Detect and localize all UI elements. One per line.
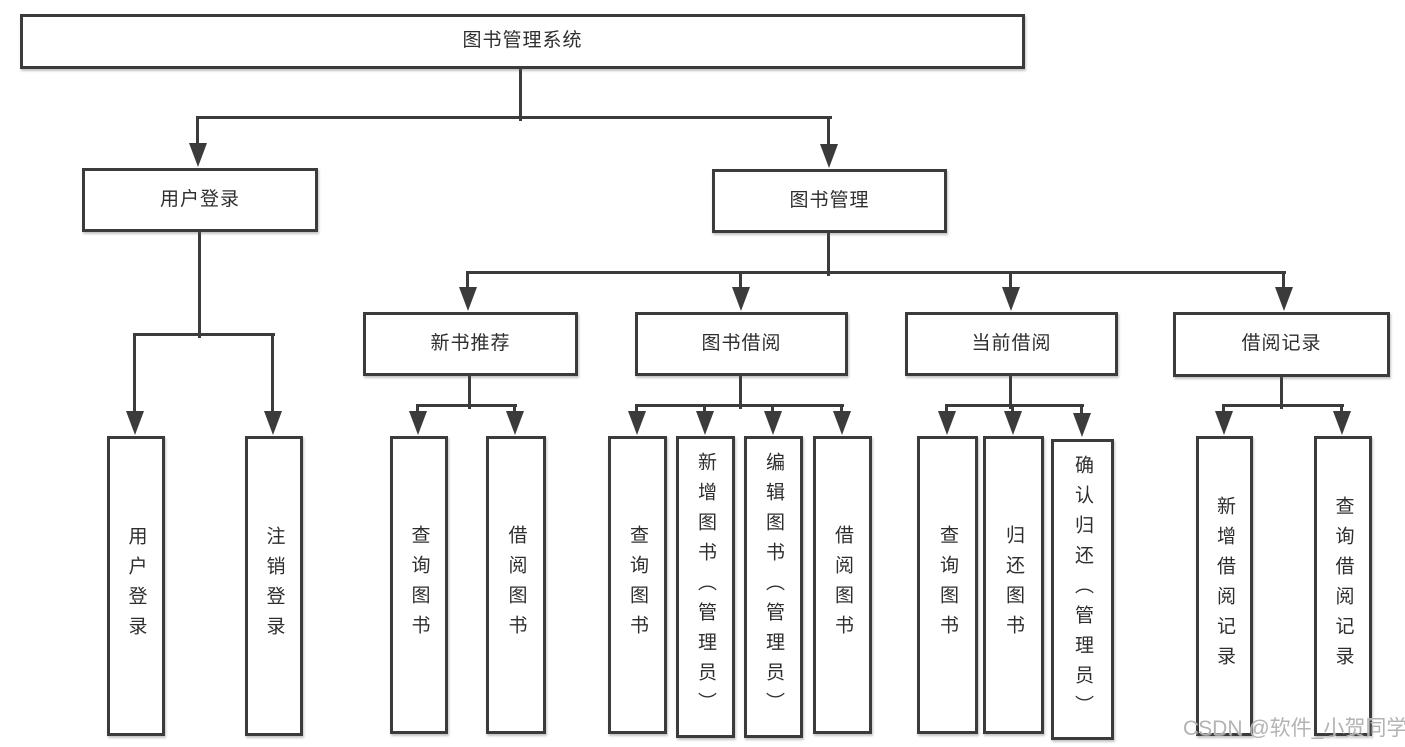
arrow-head-icon	[628, 411, 646, 435]
node-book-borrow: 图书借阅	[635, 312, 848, 376]
node-book-management: 图书管理	[712, 169, 947, 233]
leaf-add-book-admin: 新增图书（管理员）	[676, 436, 735, 738]
connector-vline	[739, 376, 742, 409]
arrow-head-icon	[459, 287, 477, 311]
arrow-shaft	[133, 334, 136, 411]
arrow-head-icon	[696, 411, 714, 435]
leaf-add-borrow-record-label: 新增借阅记录	[1214, 496, 1235, 676]
arrow-head-icon	[189, 143, 207, 167]
arrow-shaft	[271, 334, 274, 411]
leaf-confirm-return-admin-label: 确认归还（管理员）	[1072, 454, 1093, 725]
node-borrow-records: 借阅记录	[1173, 312, 1390, 377]
arrow-shaft	[466, 272, 469, 287]
leaf-add-borrow-record: 新增借阅记录	[1196, 436, 1253, 736]
node-book-borrow-label: 图书借阅	[701, 332, 782, 354]
arrow-shaft	[827, 117, 830, 144]
connector-hline	[466, 271, 1286, 274]
arrow-shaft	[703, 405, 706, 411]
leaf-confirm-return-admin: 确认归还（管理员）	[1051, 439, 1114, 740]
arrow-shaft	[513, 405, 516, 411]
arrow-head-icon	[506, 411, 524, 435]
leaf-borrow-books: 借阅图书	[813, 436, 872, 734]
leaf-user-login: 用户登录	[107, 436, 165, 736]
leaf-query-books-recommend-label: 查询图书	[408, 525, 430, 645]
node-borrow-records-label: 借阅记录	[1241, 333, 1322, 355]
leaf-add-book-admin-label: 新增图书（管理员）	[695, 452, 716, 722]
leaf-logout: 注销登录	[245, 436, 303, 736]
node-new-book-recommend: 新书推荐	[363, 312, 578, 376]
arrow-head-icon	[732, 287, 750, 311]
leaf-query-borrow-record-label: 查询借阅记录	[1332, 496, 1354, 676]
leaf-query-books-current: 查询图书	[917, 436, 978, 734]
arrow-head-icon	[1004, 411, 1022, 435]
leaf-query-books-borrow: 查询图书	[608, 436, 667, 734]
arrow-head-icon	[264, 411, 282, 435]
connector-vline	[468, 376, 471, 409]
connector-hline	[133, 333, 275, 336]
connector-hline	[635, 404, 844, 407]
arrow-shaft	[1080, 405, 1083, 413]
arrow-head-icon	[1002, 287, 1020, 311]
connector-hline	[945, 404, 1084, 407]
connector-vline	[519, 69, 522, 121]
leaf-query-books-current-label: 查询图书	[937, 525, 958, 645]
leaf-query-books-borrow-label: 查询图书	[627, 525, 648, 645]
watermark: CSDN @软件_小贺同学	[1183, 717, 1405, 740]
arrow-head-icon	[1073, 413, 1091, 437]
arrow-head-icon	[833, 411, 851, 435]
arrow-shaft	[739, 272, 742, 287]
node-current-borrow: 当前借阅	[905, 312, 1118, 376]
arrow-head-icon	[820, 144, 838, 168]
leaf-borrow-books-recommend: 借阅图书	[486, 436, 546, 734]
arrow-shaft	[1340, 405, 1343, 411]
leaf-return-book-label: 归还图书	[1003, 525, 1024, 645]
connector-vline	[1280, 377, 1283, 409]
connector-hline	[196, 116, 832, 119]
leaf-query-borrow-record: 查询借阅记录	[1314, 436, 1372, 736]
arrow-shaft	[1222, 405, 1225, 411]
arrow-shaft	[840, 405, 843, 411]
arrow-shaft	[416, 405, 419, 411]
node-new-book-recommend-label: 新书推荐	[430, 332, 511, 354]
node-current-borrow-label: 当前借阅	[971, 332, 1052, 354]
node-book-management-label: 图书管理	[789, 189, 870, 211]
node-user-login: 用户登录	[82, 168, 318, 232]
connector-hline	[416, 404, 517, 407]
leaf-borrow-books-label: 借阅图书	[832, 525, 853, 645]
arrow-head-icon	[409, 411, 427, 435]
arrow-shaft	[1282, 272, 1285, 287]
arrow-head-icon	[1275, 287, 1293, 311]
connector-vline	[1009, 376, 1012, 409]
arrow-shaft	[945, 405, 948, 411]
arrow-head-icon	[1215, 411, 1233, 435]
leaf-borrow-books-recommend-label: 借阅图书	[505, 525, 527, 645]
arrow-head-icon	[126, 411, 144, 435]
arrow-shaft	[635, 405, 638, 411]
leaf-user-login-label: 用户登录	[125, 526, 147, 646]
arrow-shaft	[196, 117, 199, 143]
arrow-head-icon	[938, 411, 956, 435]
leaf-logout-label: 注销登录	[263, 526, 285, 646]
arrow-head-icon	[764, 411, 782, 435]
leaf-edit-book-admin: 编辑图书（管理员）	[744, 436, 803, 738]
arrow-shaft	[771, 405, 774, 411]
arrow-head-icon	[1333, 411, 1351, 435]
node-root-label: 图书管理系统	[462, 30, 583, 52]
leaf-query-books-recommend: 查询图书	[390, 436, 448, 734]
node-root: 图书管理系统	[20, 14, 1025, 69]
leaf-return-book: 归还图书	[983, 436, 1044, 734]
connector-vline	[198, 232, 201, 338]
connector-hline	[1222, 404, 1344, 407]
node-user-login-label: 用户登录	[159, 188, 240, 210]
leaf-edit-book-admin-label: 编辑图书（管理员）	[763, 452, 784, 722]
connector-vline	[827, 233, 830, 276]
arrow-shaft	[1011, 405, 1014, 411]
arrow-shaft	[1009, 272, 1012, 287]
